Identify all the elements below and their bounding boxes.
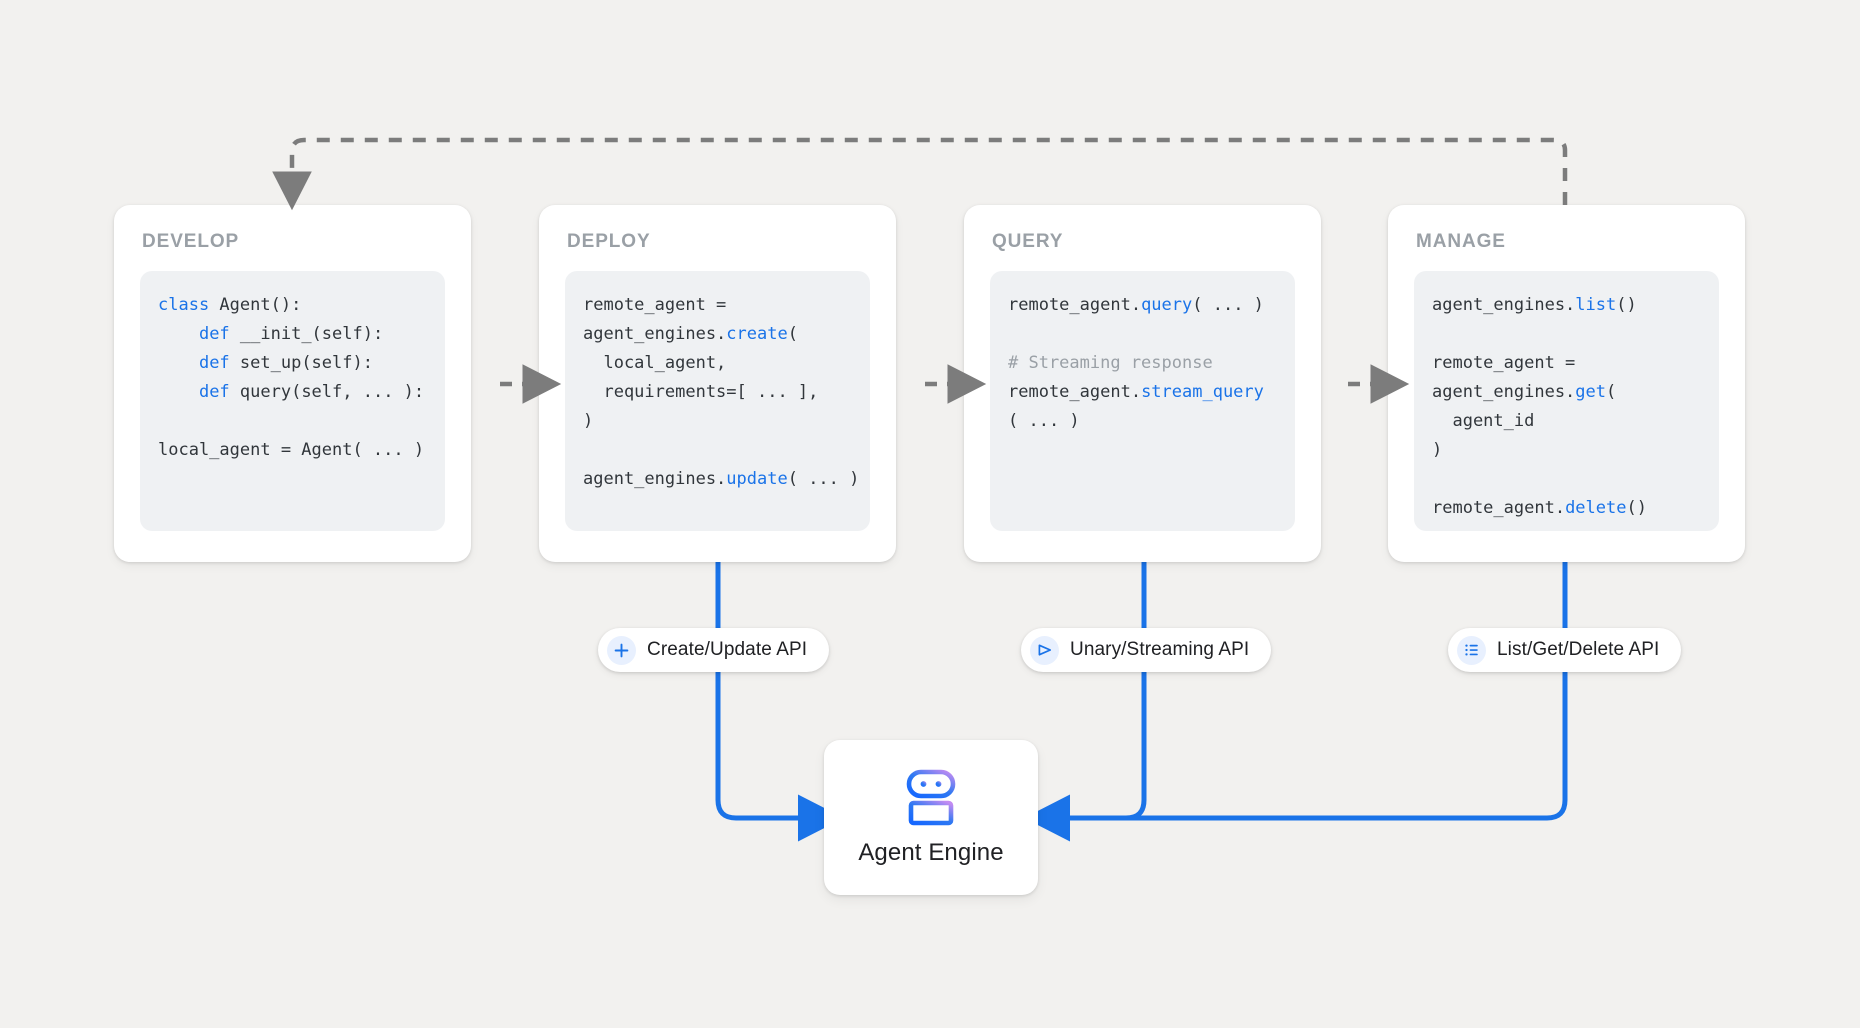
code-block-query: remote_agent.query( ... ) # Streaming re…	[990, 271, 1295, 531]
stage-title-query: QUERY	[992, 231, 1064, 252]
api-pill-label: Create/Update API	[647, 639, 808, 660]
wire-query-to-engine	[1060, 562, 1147, 821]
stage-title-deploy: DEPLOY	[567, 231, 651, 252]
stage-title-develop: DEVELOP	[142, 231, 240, 252]
stage-title-manage: MANAGE	[1416, 231, 1506, 252]
api-pill-list-get-delete[interactable]: List/Get/Delete API	[1448, 628, 1682, 672]
code-block-develop: class Agent(): def __init_(self): def se…	[140, 271, 445, 531]
code-block-manage: agent_engines.list() remote_agent = agen…	[1414, 271, 1719, 531]
list-icon	[1457, 635, 1486, 665]
code-block-deploy: remote_agent = agent_engines.create( loc…	[565, 271, 870, 531]
api-pill-create-update[interactable]: Create/Update API	[598, 628, 830, 672]
api-pill-label: List/Get/Delete API	[1497, 639, 1660, 660]
agent-engine-label: Agent Engine	[858, 838, 1004, 866]
stage-card-query[interactable]: QUERY remote_agent.query( ... ) # Stream…	[964, 205, 1321, 562]
wire-deploy-to-engine	[715, 562, 844, 842]
stage-card-manage[interactable]: MANAGE agent_engines.list() remote_agent…	[1388, 205, 1745, 562]
stage-card-deploy[interactable]: DEPLOY remote_agent = agent_engines.crea…	[539, 205, 896, 562]
stage-card-develop[interactable]: DEVELOP class Agent(): def __init_(self)…	[114, 205, 471, 562]
wire-manage-to-engine	[1024, 562, 1568, 842]
api-pill-label: Unary/Streaming API	[1070, 639, 1250, 660]
api-pill-unary-streaming[interactable]: Unary/Streaming API	[1021, 628, 1272, 672]
send-triangle-icon	[1030, 635, 1059, 665]
agent-engine-node[interactable]: Agent Engine	[824, 740, 1038, 895]
plus-icon	[607, 635, 636, 665]
robot-icon	[900, 769, 962, 827]
